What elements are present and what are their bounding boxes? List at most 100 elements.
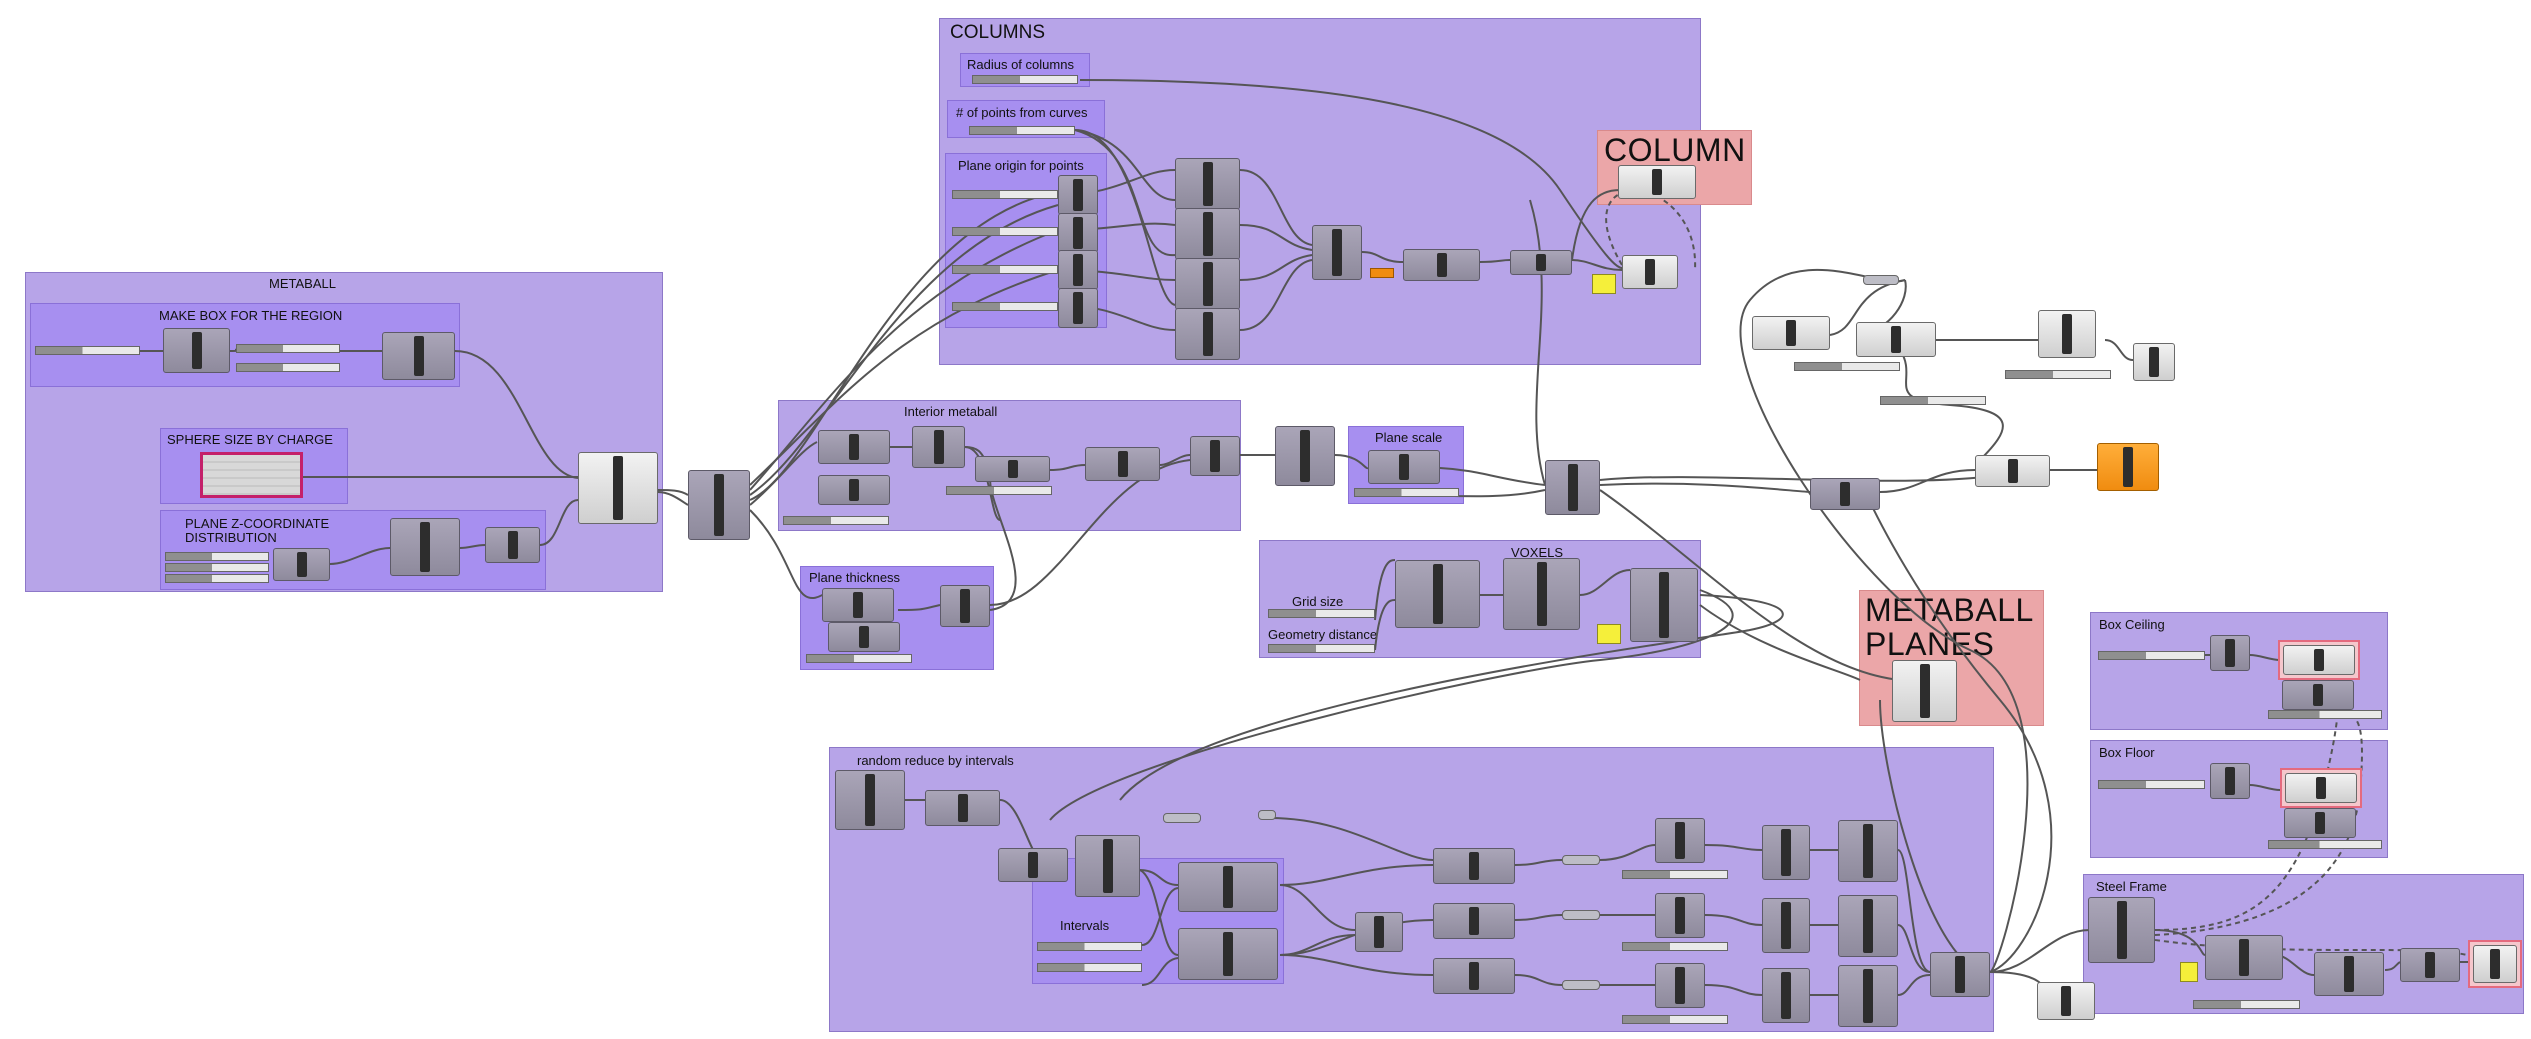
component[interactable] bbox=[390, 518, 460, 576]
slider[interactable] bbox=[1268, 644, 1375, 653]
component[interactable] bbox=[1433, 848, 1515, 884]
component[interactable] bbox=[925, 790, 1000, 826]
component[interactable] bbox=[1930, 952, 1990, 997]
slider[interactable] bbox=[946, 486, 1052, 495]
slider[interactable] bbox=[1794, 362, 1900, 371]
component[interactable] bbox=[2097, 443, 2159, 491]
component[interactable] bbox=[835, 770, 905, 830]
component[interactable] bbox=[1655, 893, 1705, 938]
component[interactable] bbox=[2400, 948, 2460, 982]
component[interactable] bbox=[2210, 635, 2250, 671]
component[interactable] bbox=[1510, 250, 1572, 275]
component[interactable] bbox=[1163, 813, 1201, 823]
group-voxels[interactable]: VOXELS Grid size Geometry distance bbox=[1259, 540, 1701, 658]
slider[interactable] bbox=[165, 574, 269, 583]
slider[interactable] bbox=[952, 190, 1058, 199]
component[interactable] bbox=[1258, 810, 1276, 820]
component[interactable] bbox=[1762, 898, 1810, 953]
slider[interactable] bbox=[236, 363, 340, 372]
component[interactable] bbox=[1058, 175, 1098, 215]
component[interactable] bbox=[2285, 773, 2357, 803]
note-metaball-planes[interactable]: METABALL PLANES bbox=[1859, 590, 2044, 726]
component[interactable] bbox=[1545, 460, 1600, 515]
component[interactable] bbox=[818, 475, 890, 505]
component[interactable] bbox=[1503, 558, 1580, 630]
component[interactable] bbox=[1838, 895, 1898, 957]
slider[interactable] bbox=[1622, 870, 1728, 879]
component[interactable] bbox=[818, 430, 890, 464]
preview-component[interactable] bbox=[2278, 640, 2360, 680]
slider[interactable] bbox=[236, 344, 340, 353]
component[interactable] bbox=[2133, 343, 2175, 381]
preview-component[interactable] bbox=[2468, 940, 2522, 988]
component[interactable] bbox=[1655, 963, 1705, 1008]
component[interactable] bbox=[273, 548, 330, 581]
component[interactable] bbox=[1190, 436, 1240, 476]
slider[interactable] bbox=[952, 227, 1058, 236]
component[interactable] bbox=[1562, 980, 1600, 990]
component[interactable] bbox=[1630, 568, 1698, 642]
slider[interactable] bbox=[2005, 370, 2111, 379]
component[interactable] bbox=[1975, 455, 2050, 487]
component[interactable] bbox=[1175, 308, 1240, 360]
component[interactable] bbox=[1655, 818, 1705, 863]
slider[interactable] bbox=[2268, 710, 2382, 719]
preview-component[interactable] bbox=[2280, 768, 2362, 808]
component[interactable] bbox=[1178, 862, 1278, 912]
component[interactable] bbox=[822, 588, 894, 622]
component[interactable] bbox=[1892, 660, 1957, 722]
component[interactable] bbox=[1433, 903, 1515, 939]
component[interactable] bbox=[1863, 275, 1899, 285]
component[interactable] bbox=[2210, 763, 2250, 799]
slider[interactable] bbox=[2268, 840, 2382, 849]
component[interactable] bbox=[2282, 680, 2354, 710]
component[interactable] bbox=[1075, 835, 1140, 897]
group-radius-columns[interactable]: Radius of columns bbox=[960, 53, 1090, 87]
component[interactable] bbox=[1562, 910, 1600, 920]
component[interactable] bbox=[485, 527, 540, 563]
component[interactable] bbox=[1085, 447, 1160, 481]
component[interactable] bbox=[1058, 250, 1098, 290]
component[interactable] bbox=[1403, 249, 1480, 281]
component[interactable] bbox=[2088, 897, 2155, 963]
component[interactable] bbox=[828, 622, 900, 652]
component[interactable] bbox=[1355, 912, 1403, 952]
component[interactable] bbox=[1838, 965, 1898, 1027]
slider[interactable] bbox=[2098, 780, 2205, 789]
slider[interactable] bbox=[2098, 651, 2205, 660]
slider[interactable] bbox=[952, 265, 1058, 274]
slider[interactable] bbox=[783, 516, 889, 525]
component[interactable] bbox=[998, 848, 1068, 882]
component[interactable] bbox=[1810, 478, 1880, 510]
component[interactable] bbox=[1838, 820, 1898, 882]
component[interactable] bbox=[2205, 935, 2283, 980]
component[interactable] bbox=[1275, 426, 1335, 486]
component[interactable] bbox=[1312, 225, 1362, 280]
component[interactable] bbox=[2037, 982, 2095, 1020]
component[interactable] bbox=[1058, 213, 1098, 253]
component[interactable] bbox=[688, 470, 750, 540]
component[interactable] bbox=[1856, 322, 1936, 357]
slider[interactable] bbox=[972, 75, 1078, 84]
slider[interactable] bbox=[806, 654, 912, 663]
component[interactable] bbox=[2283, 645, 2355, 675]
slider[interactable] bbox=[1622, 942, 1728, 951]
component[interactable] bbox=[2284, 808, 2356, 838]
component[interactable] bbox=[578, 452, 658, 524]
component[interactable] bbox=[1618, 165, 1696, 199]
component[interactable] bbox=[2038, 310, 2096, 358]
component[interactable] bbox=[940, 585, 990, 627]
group-steel-frame[interactable]: Steel Frame bbox=[2083, 874, 2524, 1014]
component[interactable] bbox=[163, 328, 230, 373]
slider[interactable] bbox=[1037, 963, 1142, 972]
component[interactable] bbox=[1762, 825, 1810, 880]
component[interactable] bbox=[1622, 255, 1678, 289]
slider[interactable] bbox=[1354, 488, 1459, 497]
component[interactable] bbox=[1395, 560, 1480, 628]
slider[interactable] bbox=[165, 552, 269, 561]
component[interactable] bbox=[2473, 945, 2517, 983]
component[interactable] bbox=[1175, 208, 1240, 260]
component[interactable] bbox=[1762, 968, 1810, 1023]
slider[interactable] bbox=[165, 563, 269, 572]
